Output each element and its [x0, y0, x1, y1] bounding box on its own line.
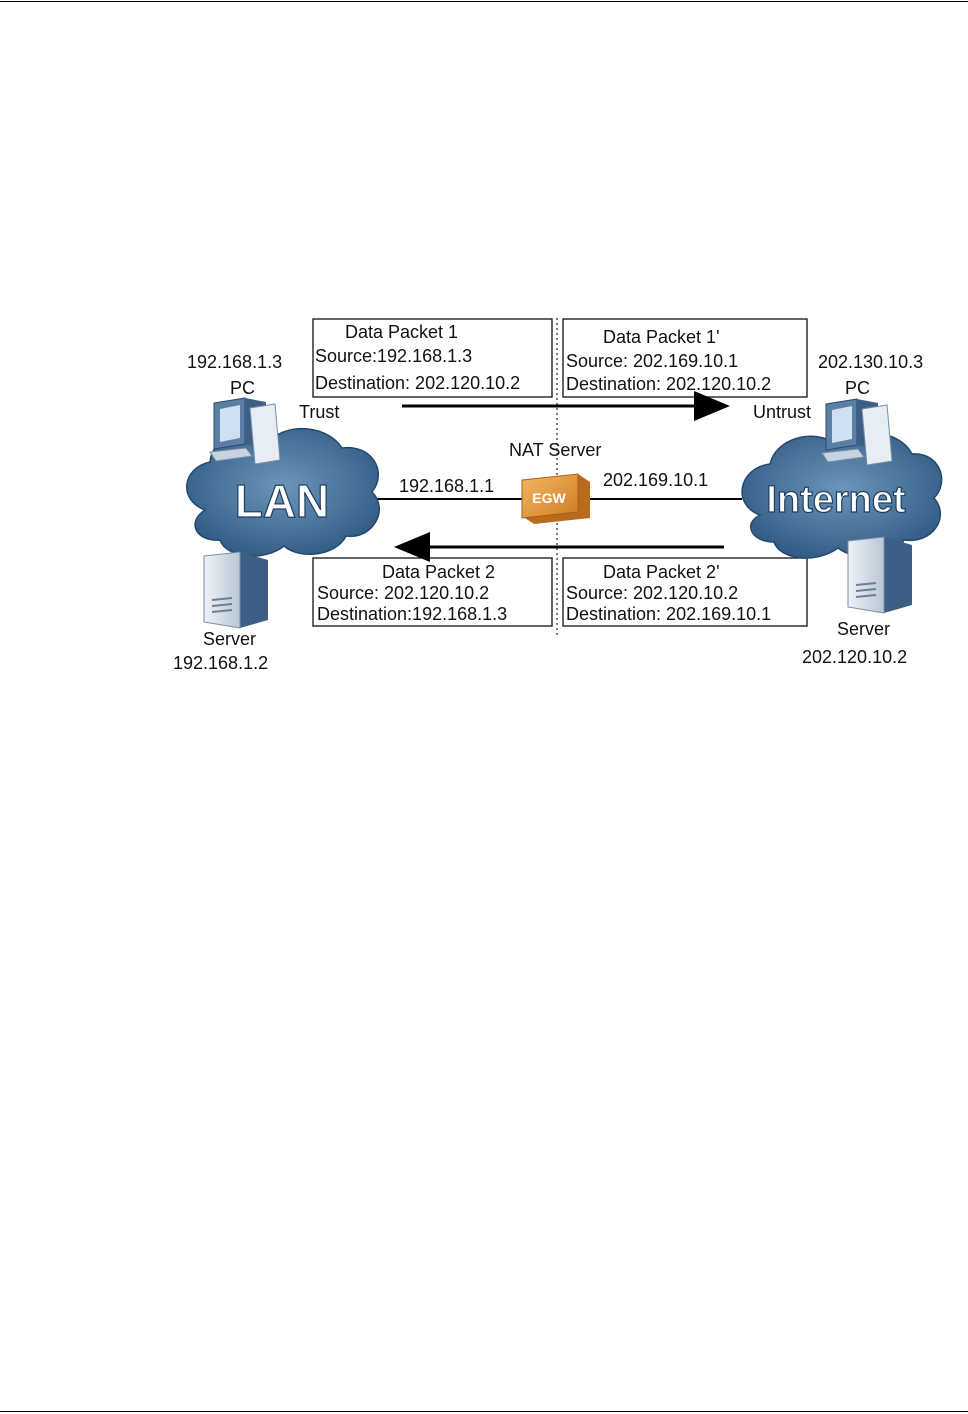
egw-gateway-icon: EGW: [521, 473, 590, 524]
egw-label: EGW: [532, 490, 566, 506]
packet-1-prime-destination: Destination: 202.120.10.2: [566, 374, 771, 394]
nat-server-title: NAT Server: [509, 440, 601, 460]
internet-pc-ip: 202.130.10.3: [818, 352, 923, 372]
packet-1-title: Data Packet 1: [345, 322, 458, 342]
trust-zone-label: Trust: [299, 402, 339, 422]
packet-1-destination: Destination: 202.120.10.2: [315, 373, 520, 393]
packet-1-prime-title: Data Packet 1': [603, 327, 720, 347]
header-rule: [0, 1, 968, 2]
packet-1-source: Source:192.168.1.3: [315, 346, 472, 366]
packet-1-prime-source: Source: 202.169.10.1: [566, 351, 738, 371]
internet-server-label: Server: [837, 619, 890, 639]
packet-box-2-prime: Data Packet 2' Source: 202.120.10.2 Dest…: [562, 557, 808, 627]
packet-2-prime-title: Data Packet 2': [603, 562, 720, 582]
internet-cloud: Internet: [741, 432, 943, 559]
lan-label: LAN: [235, 475, 330, 527]
packet-2-title: Data Packet 2: [382, 562, 495, 582]
internet-interface-ip: 202.169.10.1: [603, 470, 708, 490]
footer-rule: [0, 1411, 968, 1412]
lan-server-ip: 192.168.1.2: [173, 653, 268, 673]
internet-server-ip: 202.120.10.2: [802, 647, 907, 667]
lan-pc-label: PC: [230, 378, 255, 398]
packet-2-destination: Destination:192.168.1.3: [317, 604, 507, 624]
internet-pc-label: PC: [845, 378, 870, 398]
packet-box-1-prime: Data Packet 1' Source: 202.169.10.1 Dest…: [562, 318, 808, 398]
packet-2-prime-destination: Destination: 202.169.10.1: [566, 604, 771, 624]
lan-server-label: Server: [203, 629, 256, 649]
lan-server-icon: [203, 551, 268, 629]
internet-server-icon: [847, 536, 912, 614]
packet-2-source: Source: 202.120.10.2: [317, 583, 489, 603]
untrust-zone-label: Untrust: [753, 402, 811, 422]
packet-2-prime-source: Source: 202.120.10.2: [566, 583, 738, 603]
internet-label: Internet: [766, 479, 906, 521]
lan-pc-icon: [209, 397, 281, 465]
internet-pc-icon: [821, 398, 893, 466]
packet-box-1: Data Packet 1 Source:192.168.1.3 Destina…: [312, 318, 553, 398]
packet-box-2: Data Packet 2 Source: 202.120.10.2 Desti…: [312, 557, 553, 627]
lan-interface-ip: 192.168.1.1: [399, 476, 494, 496]
lan-pc-ip: 192.168.1.3: [187, 352, 282, 372]
